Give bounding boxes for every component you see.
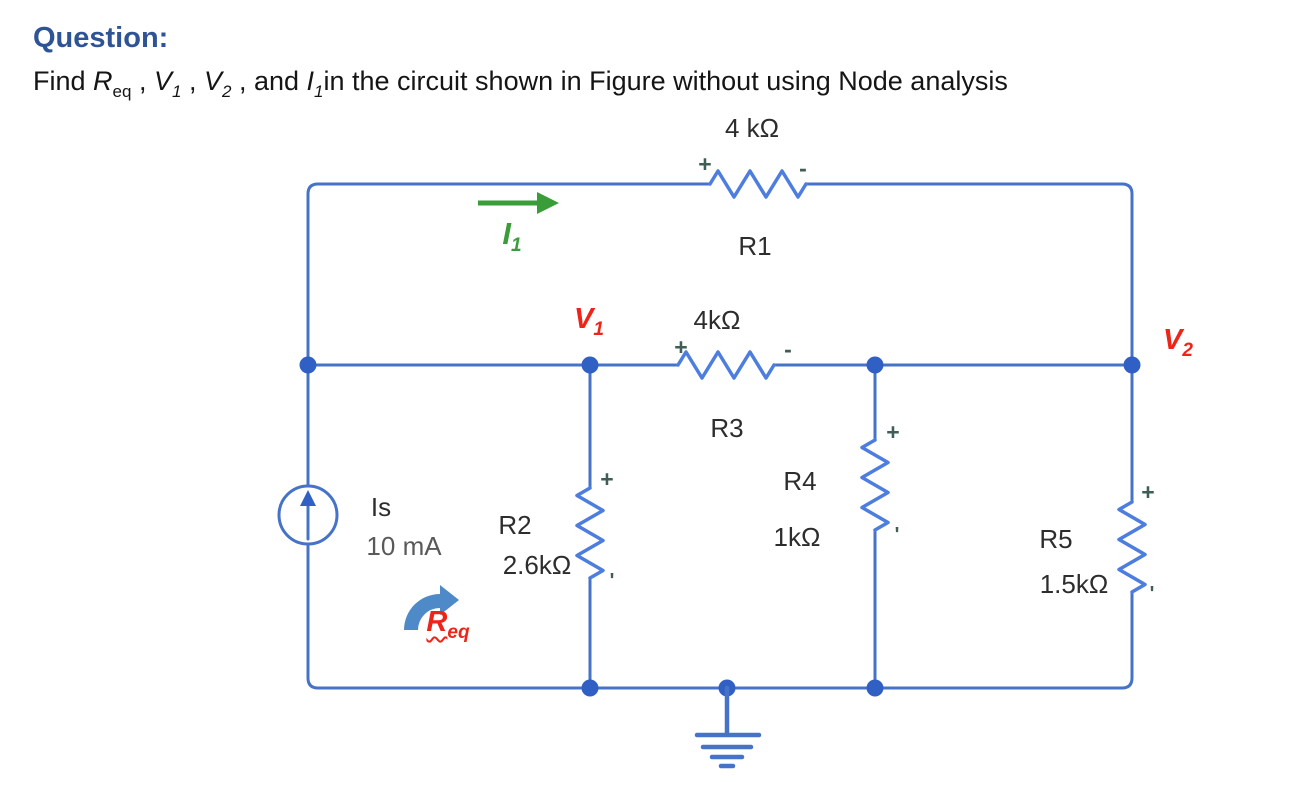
i1-symbol: I (306, 66, 315, 96)
current-source-icon (277, 484, 339, 546)
i1-main: I (502, 216, 512, 251)
req-subscript: eq (112, 82, 132, 101)
resistor-r1 (708, 169, 808, 199)
r1-minus-sign: - (799, 155, 807, 181)
resistor-r3 (676, 350, 776, 380)
v2-subscript: 2 (221, 82, 232, 101)
r5-minus-sign: ' (1149, 583, 1155, 605)
r1-name-label: R1 (738, 231, 772, 261)
node-v2 (1123, 356, 1141, 374)
node-r4-top (866, 356, 884, 374)
r3-plus-sign: + (674, 334, 688, 360)
node-r4-bottom (866, 679, 884, 697)
i1-sub: 1 (511, 235, 522, 256)
r2-name-label: R2 (498, 510, 532, 540)
req-main: R (426, 606, 448, 638)
req-label: Req (426, 606, 469, 644)
question-rest: in the circuit shown in Figure without u… (323, 66, 1008, 96)
resistor-r4 (860, 438, 890, 532)
i1-current-label: I1 (502, 216, 521, 257)
r5-plus-sign: + (1141, 479, 1155, 505)
v2-main: V (1163, 324, 1183, 356)
resistor-r2 (575, 486, 605, 580)
v1-subscript: 1 (171, 82, 182, 101)
v1-symbol: V (153, 66, 172, 96)
node-r2-bottom (581, 679, 599, 697)
question-find: Find (33, 66, 94, 96)
v1-node-label: V1 (574, 303, 604, 341)
req-symbol: R (93, 66, 113, 96)
i1-subscript: 1 (314, 82, 324, 101)
resistor-r5 (1117, 500, 1147, 594)
r3-name-label: R3 (710, 413, 744, 443)
v2-symbol: V (203, 66, 222, 96)
separator: , and (231, 66, 307, 96)
r4-name-label: R4 (783, 466, 817, 496)
question-heading: Question: (33, 22, 169, 54)
source-name-label: Is (370, 492, 392, 522)
separator: , (181, 66, 204, 96)
ground-icon (694, 685, 762, 769)
v2-sub: 2 (1182, 340, 1193, 361)
node-v1 (581, 356, 599, 374)
node-left (299, 356, 317, 374)
r2-plus-sign: + (600, 466, 614, 492)
question-text: Find Req , V1 , V2 , and I1in the circui… (33, 66, 1008, 102)
i1-arrow-icon (478, 192, 559, 214)
r4-value-label: 1kΩ (773, 522, 821, 552)
v1-sub: 1 (593, 319, 604, 340)
source-value-label: 10 mA (366, 531, 442, 561)
r2-minus-sign: ' (609, 570, 615, 592)
r2-value-label: 2.6kΩ (502, 550, 572, 580)
top-left-wire (306, 182, 712, 488)
r3-minus-sign: - (784, 336, 792, 362)
r5-value-label: 1.5kΩ (1039, 569, 1109, 599)
r3-value-label: 4kΩ (693, 305, 741, 335)
req-sub: eq (447, 622, 470, 643)
req-curved-arrow-icon (404, 585, 459, 630)
r1-plus-sign: + (698, 151, 712, 177)
top-right-wire (804, 182, 1134, 504)
r1-value-label: 4 kΩ (724, 113, 780, 143)
r4-plus-sign: + (886, 419, 900, 445)
separator: , (131, 66, 154, 96)
v2-node-label: V2 (1163, 324, 1193, 362)
r4-minus-sign: ' (894, 524, 900, 546)
r5-name-label: R5 (1039, 524, 1073, 554)
v1-main: V (574, 303, 594, 335)
